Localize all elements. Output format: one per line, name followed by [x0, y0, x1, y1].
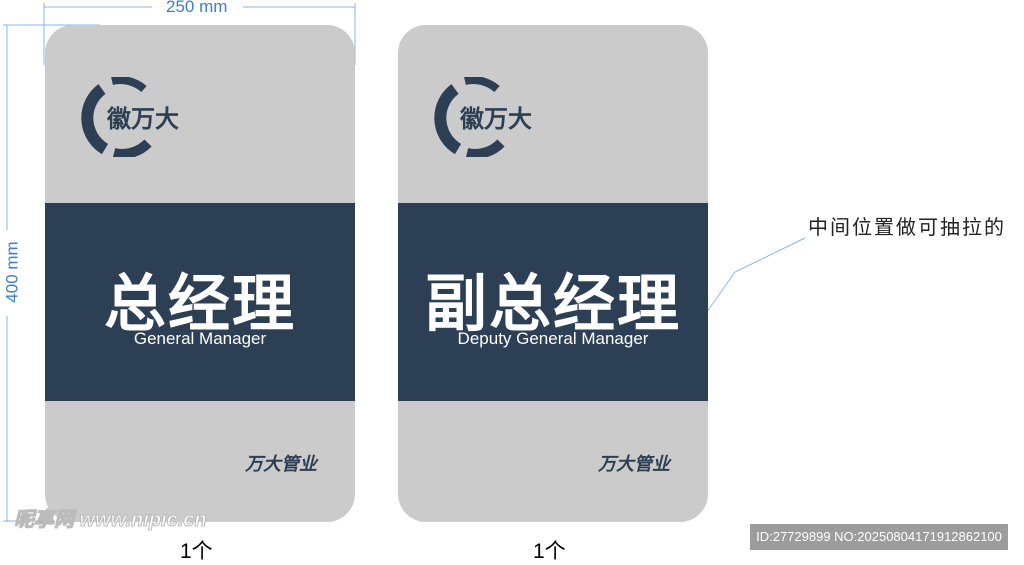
width-dimension-label: 250 mm	[162, 0, 232, 17]
company-logo-icon	[434, 77, 505, 157]
logo-text: 徽万大	[460, 106, 532, 133]
height-dimension-label: 400 mm	[2, 237, 23, 307]
title-band: 总经理 General Manager	[45, 203, 355, 401]
title-band: 副总经理 Deputy General Manager	[398, 203, 708, 401]
image-id-badge: ID:27729899 NO:20250804171912862100	[750, 524, 1008, 550]
watermark: 昵享网 www.nipic.cn	[14, 509, 208, 532]
quantity-label: 1个	[533, 540, 566, 563]
sign-subtitle: Deputy General Manager	[457, 329, 649, 348]
sign-title: 副总经理	[424, 267, 681, 340]
sign-general-manager: 徽万大 总经理 General Manager 万大管业	[45, 25, 355, 522]
company-logo-icon	[81, 77, 152, 157]
quantity-label: 1个	[180, 540, 213, 563]
logo-text: 徽万大	[107, 106, 179, 133]
annotation-note: 中间位置做可抽拉的	[808, 217, 1006, 239]
sign-subtitle: General Manager	[133, 329, 267, 348]
sign-title: 总经理	[103, 267, 296, 340]
brand-name: 万大管业	[598, 454, 670, 474]
sign-deputy-general-manager: 徽万大 副总经理 Deputy General Manager 万大管业	[398, 25, 708, 522]
brand-name: 万大管业	[245, 454, 317, 474]
